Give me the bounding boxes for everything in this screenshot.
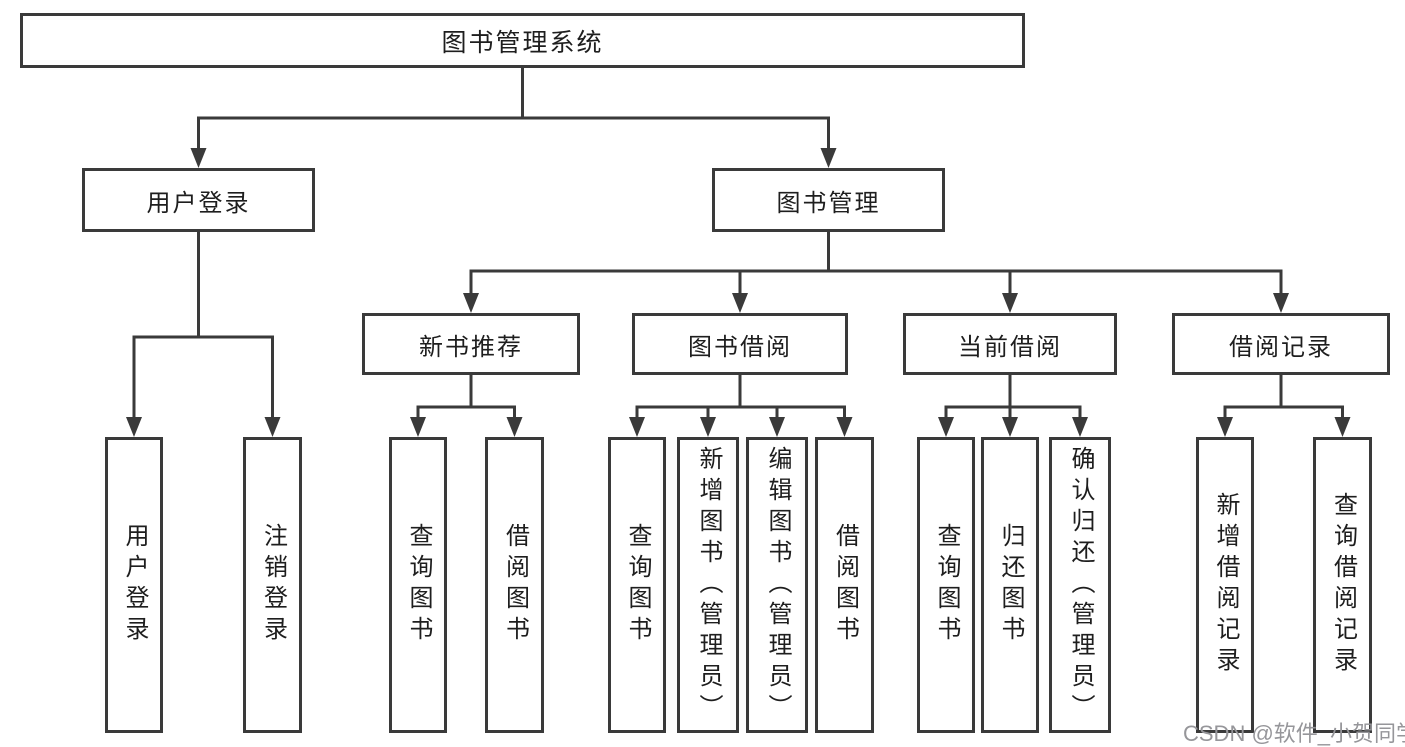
node-book-management: 图书管理 [712,168,945,232]
node-user-login: 用户登录 [82,168,315,232]
node-borrow-records: 借阅记录 [1172,313,1390,375]
leaf-borrowing-query-books: 查询图书 [608,437,666,733]
leaf-borrowing-add-books-admin: 新增图书（管理员） [677,437,739,733]
leaf-records-query-record: 查询借阅记录 [1313,437,1372,733]
connector-root-to-level2 [190,68,837,168]
connector-user-login-children [126,232,281,437]
node-new-book-recommend: 新书推荐 [362,313,580,375]
connector-new-books-children [410,375,523,437]
connector-book-borrow-children [629,375,853,437]
leaf-current-confirm-return-admin: 确认归还（管理员） [1049,437,1111,733]
leaf-newbooks-query-books: 查询图书 [389,437,447,733]
connector-current-borrow-children [938,375,1088,437]
leaf-borrowing-edit-books-admin: 编辑图书（管理员） [746,437,808,733]
leaf-records-add-record: 新增借阅记录 [1196,437,1254,733]
leaf-logout: 注销登录 [243,437,302,733]
node-book-borrowing: 图书借阅 [632,313,848,375]
leaf-user-login: 用户登录 [105,437,163,733]
node-system-root: 图书管理系统 [20,13,1025,68]
csdn-watermark: CSDN @软件_小贺同学 [1183,721,1405,746]
node-current-borrowing: 当前借阅 [903,313,1117,375]
leaf-current-return-books: 归还图书 [981,437,1039,733]
connector-records-children [1217,375,1351,437]
leaf-newbooks-borrow-books: 借阅图书 [485,437,544,733]
leaf-borrowing-borrow-books: 借阅图书 [815,437,874,733]
connector-book-mgmt-children [463,232,1289,313]
leaf-current-query-books: 查询图书 [917,437,975,733]
